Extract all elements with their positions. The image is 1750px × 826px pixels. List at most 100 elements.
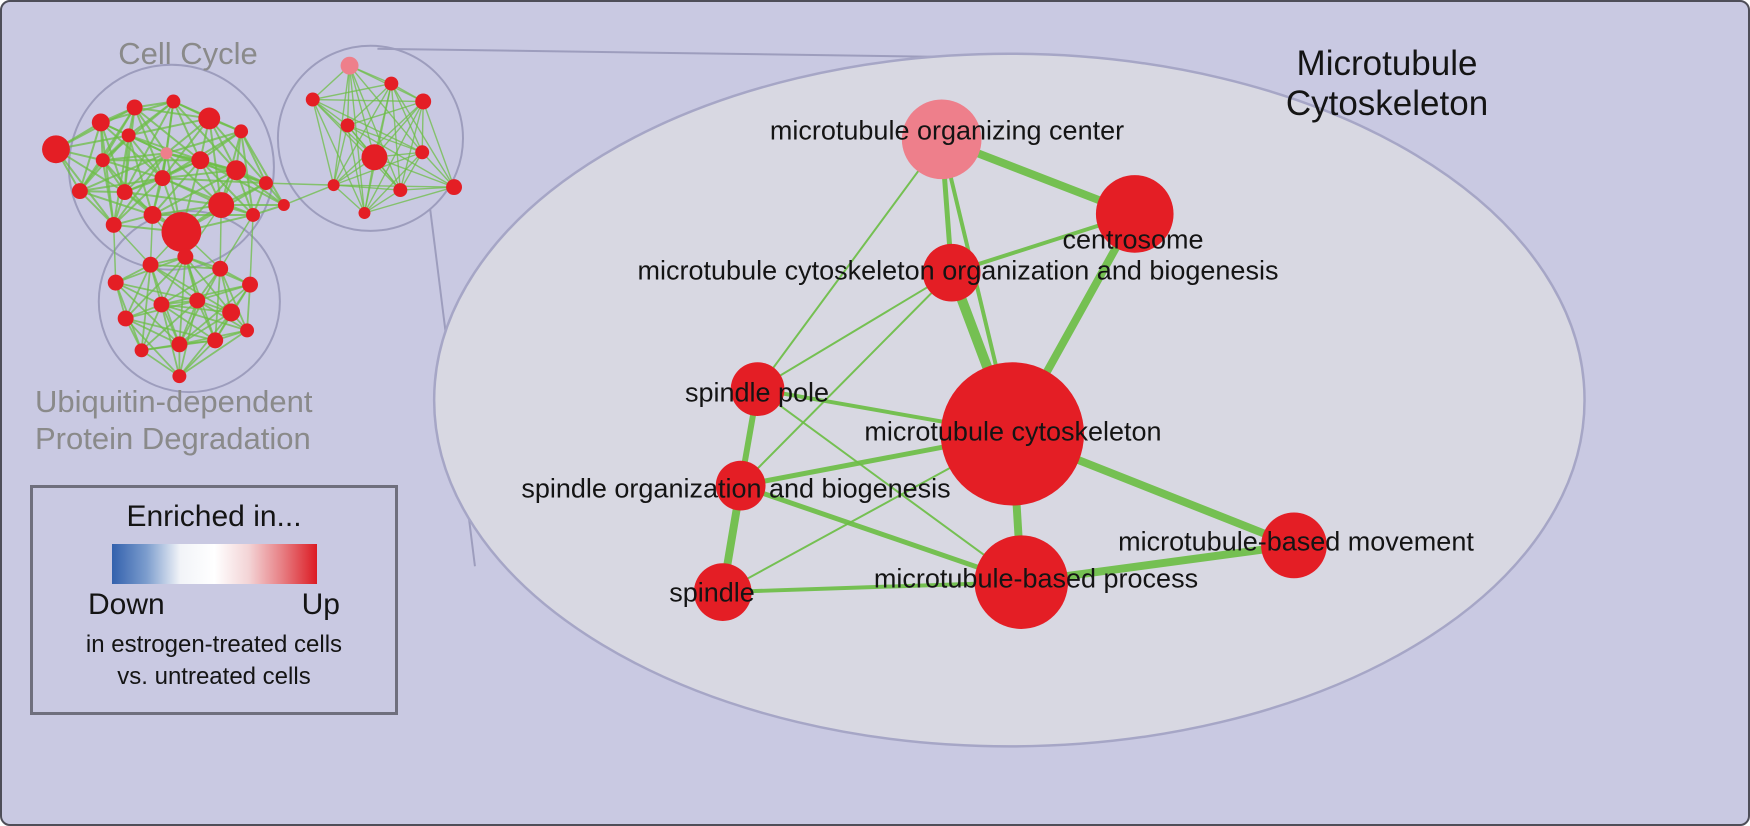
overview-node: [105, 216, 122, 233]
overview-node: [327, 179, 340, 192]
overview-edge: [112, 224, 117, 283]
magnified-title-line2: Cytoskeleton: [1285, 84, 1489, 124]
overview-node: [415, 93, 432, 110]
magnified-edge-sob-mbp: [738, 483, 1024, 585]
legend-gradient-bar: [111, 544, 317, 584]
overview-node: [121, 128, 136, 143]
overview-edge: [178, 339, 216, 377]
overview-edge: [249, 214, 254, 285]
overview-edge: [219, 214, 254, 270]
overview-edge: [141, 349, 180, 377]
overview-node: [154, 170, 171, 187]
magnified-node-mcob: [922, 243, 981, 302]
cluster-label-ubiquitin: Ubiquitin-dependent Protein Degradation: [35, 384, 313, 457]
overview-node: [42, 135, 70, 164]
magnified-edge-mcob-sp: [756, 271, 953, 391]
cluster-label-cell-cycle: Cell Cycle: [118, 36, 258, 71]
overview-edge: [133, 106, 201, 162]
overview-edge: [160, 304, 181, 377]
overview-edge: [124, 317, 181, 377]
overview-node: [305, 92, 320, 107]
overview-edge: [333, 184, 365, 214]
overview-node: [116, 184, 133, 201]
overview-node: [160, 147, 173, 160]
overview-edge: [363, 151, 423, 214]
legend-title: Enriched in...: [126, 500, 302, 533]
overview-edge: [178, 329, 248, 377]
overview-edge: [123, 101, 175, 193]
overview-edge: [312, 98, 423, 153]
overview-node: [446, 179, 463, 196]
overview-edge: [240, 131, 255, 216]
magnified-node-mbm: [1261, 512, 1327, 579]
overview-edge: [312, 99, 401, 191]
overview-edge: [161, 267, 221, 306]
magnified-edge-mcob-sob: [739, 271, 953, 487]
overview-edge: [162, 177, 267, 185]
overview-edge: [151, 159, 202, 216]
overview-edge: [312, 98, 348, 126]
overview-edge: [347, 124, 455, 188]
overview-node: [340, 56, 359, 75]
overview-edge: [115, 281, 198, 302]
overview-edge: [162, 177, 254, 216]
overview-edge: [422, 101, 455, 188]
overview-edge: [399, 151, 423, 191]
legend: Enriched in... Down Up in estrogen-treat…: [30, 485, 398, 715]
overview-node: [117, 310, 134, 327]
overview-node: [361, 144, 388, 171]
overview-node: [191, 151, 210, 170]
legend-up-label: Up: [301, 588, 340, 621]
overview-edge: [265, 182, 334, 186]
overview-edge: [140, 304, 163, 351]
overview-edge: [348, 65, 401, 191]
overview-node: [222, 303, 241, 322]
overview-node: [95, 153, 110, 168]
overview-node: [71, 183, 88, 200]
overview-node: [172, 369, 187, 384]
overview-edge: [125, 256, 186, 320]
overview-node: [177, 248, 194, 265]
overview-edge: [79, 177, 163, 193]
overview-edge: [312, 99, 366, 214]
magnified-node-mc: [940, 362, 1084, 506]
overview-node: [134, 343, 149, 358]
overview-edge: [312, 98, 424, 103]
overview-node: [242, 276, 259, 293]
overview-edge: [162, 169, 237, 180]
cluster-label-microtubule-cytoskeleton: Microtubule Cytoskeleton: [1286, 44, 1488, 125]
overview-edge: [124, 264, 152, 319]
magnified-node-sob: [715, 460, 766, 511]
magnified-edge-moc-sp: [756, 138, 943, 391]
overview-edge: [399, 101, 424, 191]
overview-node: [240, 323, 255, 338]
overview-edge: [333, 184, 455, 188]
overview-node: [340, 118, 355, 133]
cluster-outline-ubiquitin-degradation: [97, 209, 281, 394]
overview-node: [189, 292, 206, 309]
overview-edge: [102, 152, 167, 162]
overview-edge: [347, 83, 392, 126]
overview-node: [226, 160, 247, 181]
overview-node: [212, 260, 229, 277]
overview-edge: [199, 159, 285, 206]
overview-edge: [196, 299, 248, 332]
overview-node: [143, 206, 162, 224]
overview-edge: [102, 159, 163, 180]
overview-node: [208, 192, 235, 218]
ubiquitin-label-line2: Protein Degradation: [35, 420, 311, 456]
overview-edge: [124, 191, 222, 206]
overview-edge: [112, 152, 168, 226]
overview-edge: [125, 317, 216, 342]
overview-edge: [312, 99, 335, 186]
legend-down-label: Down: [88, 588, 165, 621]
overview-node: [153, 296, 170, 313]
overview-node: [142, 256, 159, 273]
overview-edge: [312, 82, 392, 101]
overview-node: [415, 145, 430, 160]
magnified-edge-spn-mbp: [720, 580, 1024, 595]
cluster-outline-microtubule-cytoskeleton: [276, 44, 464, 232]
overview-edge: [421, 101, 424, 153]
overview-edge: [100, 121, 164, 179]
